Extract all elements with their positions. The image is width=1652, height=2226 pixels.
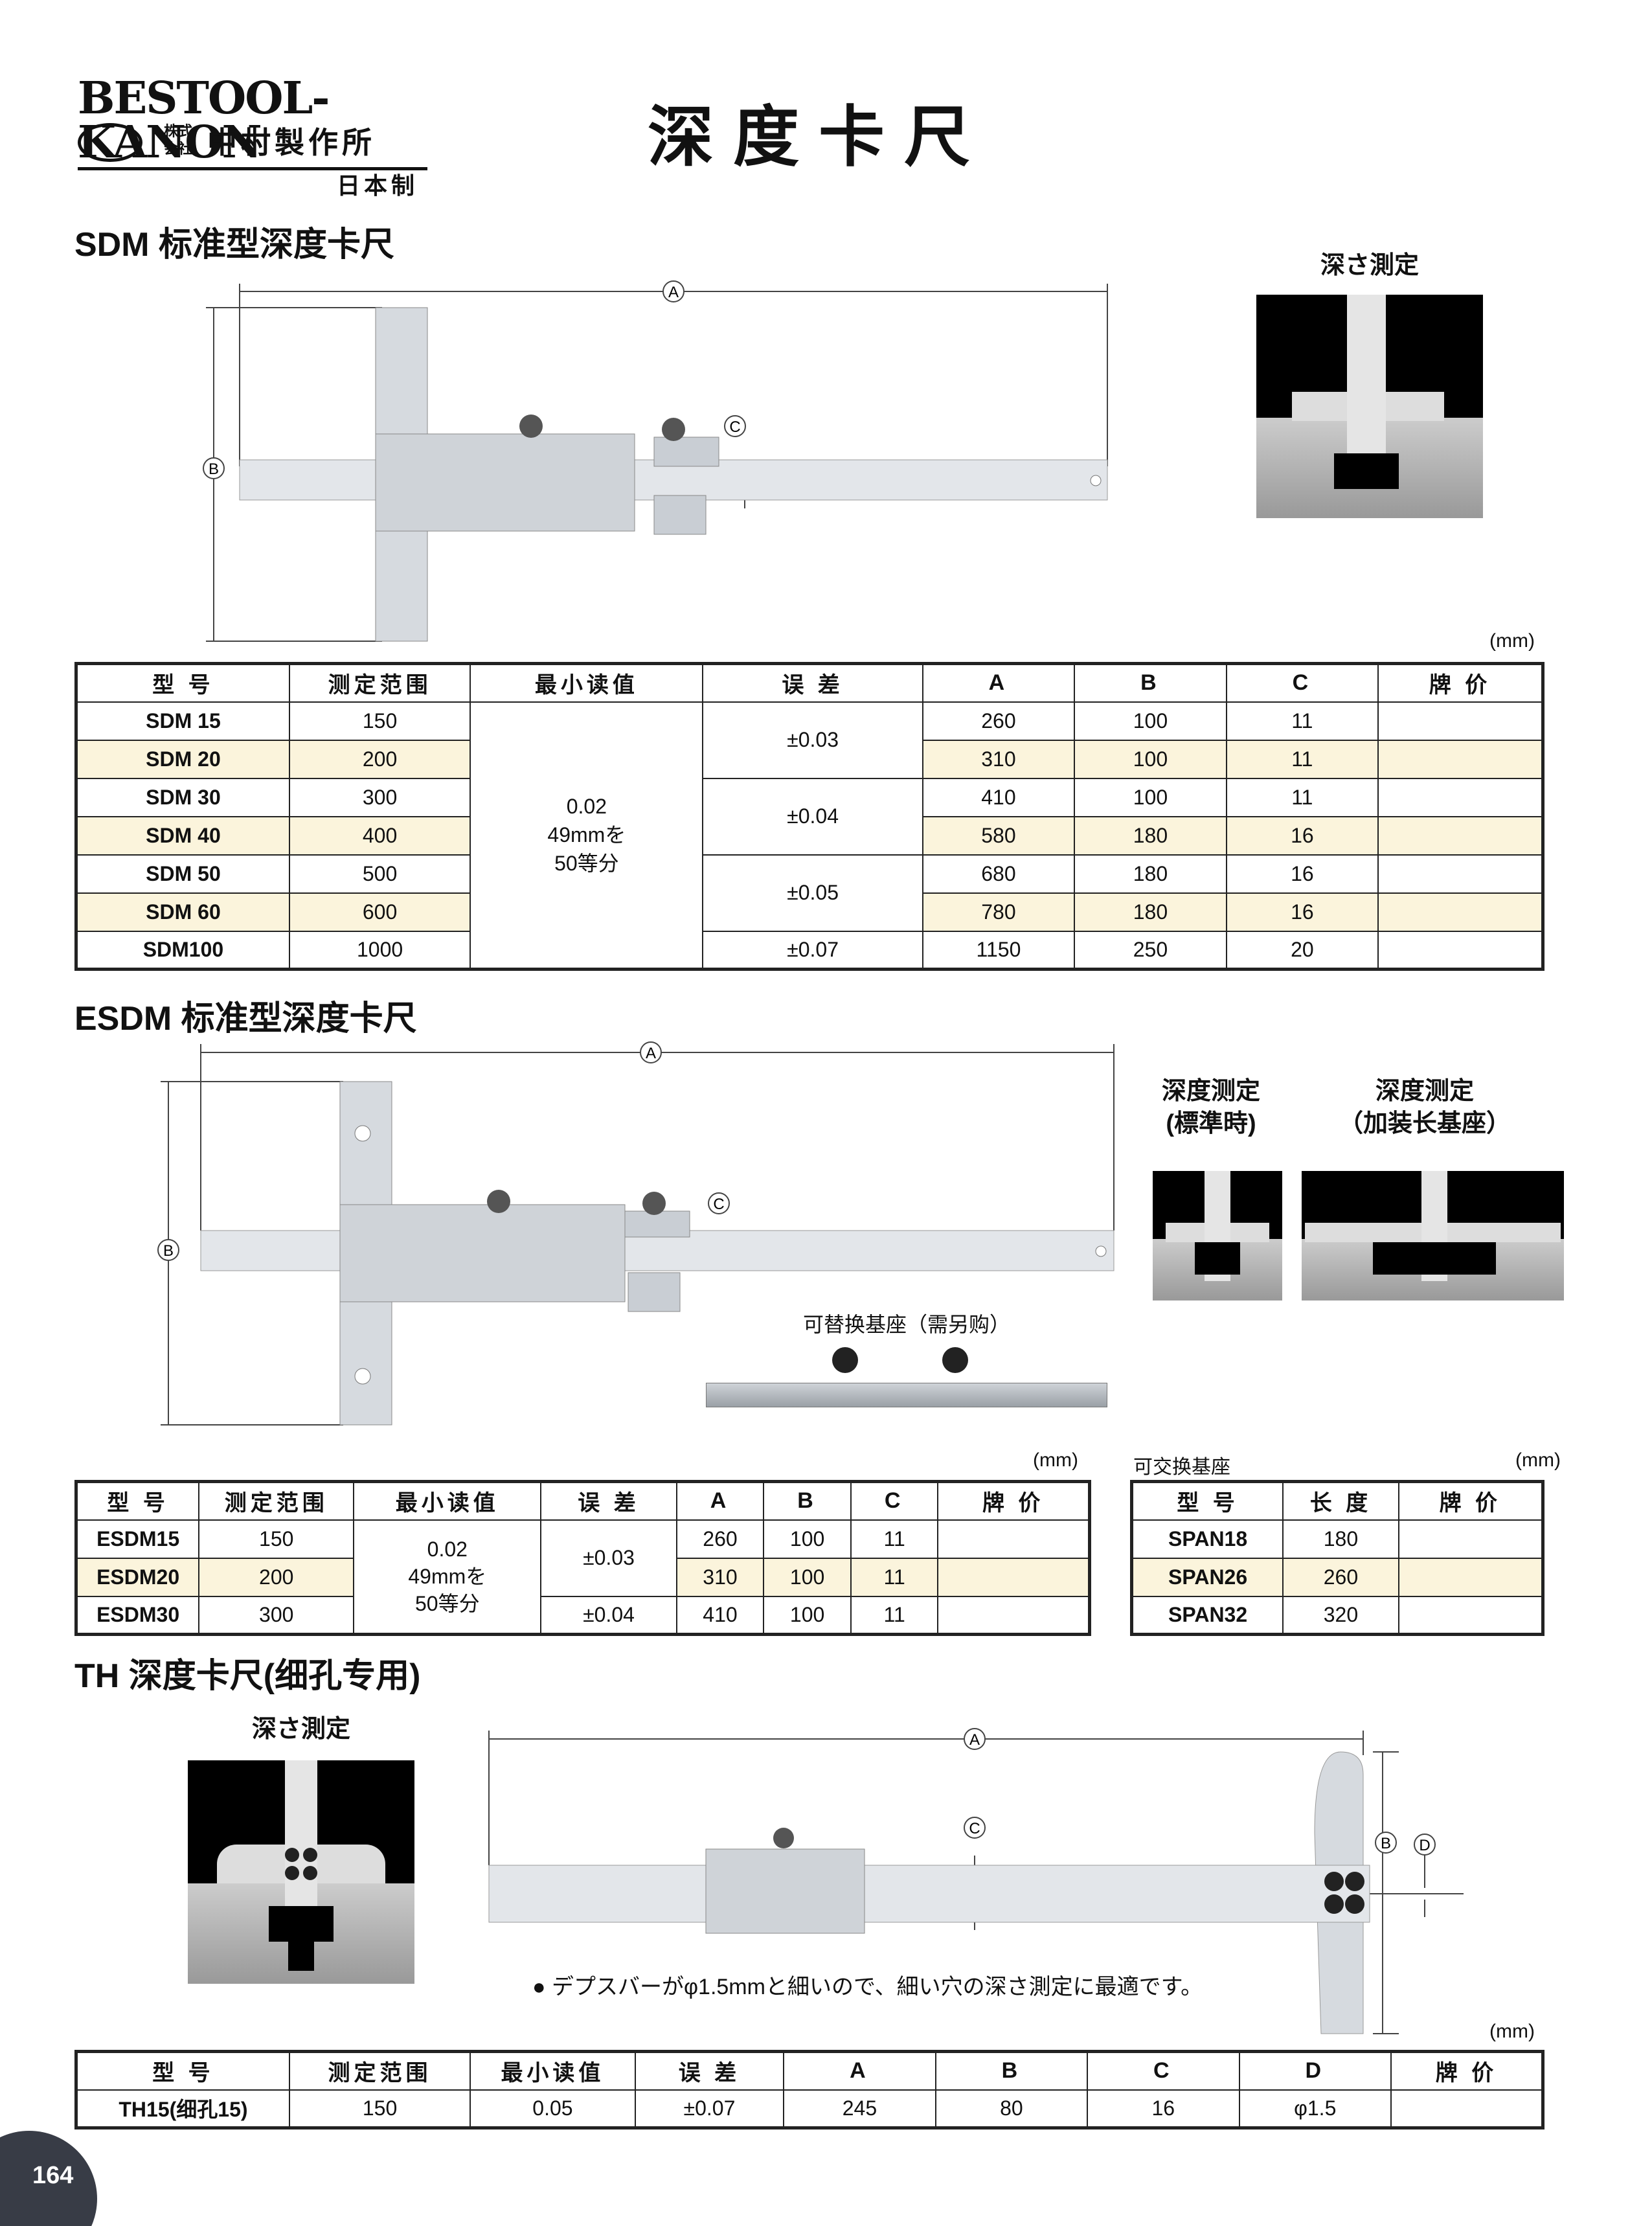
- base-bolt-icon: [832, 1347, 858, 1373]
- esdm-caption-std: 深度测定 (標準時): [1161, 1078, 1260, 1137]
- th-spec-table: 型 号 测定范围 最小读值 误 差 A B C D 牌 价 TH15(细孔15)…: [74, 2050, 1545, 2129]
- col-price: 牌 价: [1377, 663, 1544, 703]
- dim-a-label: A: [646, 1045, 656, 1062]
- made-in-label: 日本制: [337, 172, 419, 199]
- esdm-std-photo: [1153, 1171, 1282, 1300]
- base-bolt-icon: [942, 1347, 968, 1373]
- col-range: 测定范围: [288, 663, 471, 703]
- col-model: 型 号: [75, 663, 290, 703]
- screw-icon: [269, 1845, 334, 1883]
- table-header-row: 型 号 测定范围 最小读值 误 差 A B C 牌 价: [75, 1481, 1091, 1521]
- replaceable-base-bar: [706, 1383, 1107, 1407]
- dim-a-label: A: [969, 1731, 980, 1749]
- dim-c-label: C: [969, 1820, 980, 1837]
- base-caption: 可替换基座（需另购）: [803, 1313, 1011, 1336]
- col-a: A: [922, 663, 1076, 703]
- table-header-row: 型 号 测定范围 最小读值 误 差 A B C 牌 价: [75, 663, 1544, 703]
- dim-b-label: B: [163, 1242, 174, 1260]
- esdm-section-title: ESDM 标准型深度卡尺: [74, 1000, 417, 1038]
- col-error: 误 差: [702, 663, 923, 703]
- span-unit: (mm): [1515, 1449, 1561, 1471]
- sdm-unit: (mm): [1489, 630, 1535, 652]
- table-row: TH15(细孔15) 150 0.05 ±0.07 245 80 16 φ1.5: [75, 2089, 1544, 2129]
- page-number: 164: [32, 2162, 74, 2189]
- th-unit: (mm): [1489, 2021, 1535, 2042]
- esdm-unit: (mm): [1033, 1449, 1078, 1471]
- th-depth-photo: [188, 1760, 414, 1984]
- kanon-emblem-icon: [78, 123, 142, 162]
- maker-name: 中村製作所: [207, 125, 376, 160]
- sdm-photo-caption: 深さ測定: [1320, 252, 1419, 279]
- th-photo-caption: 深さ測定: [251, 1716, 350, 1743]
- col-b: B: [1074, 663, 1227, 703]
- sdm-depth-photo: [1256, 295, 1483, 518]
- corp-mark: 株式 会社: [163, 124, 192, 157]
- esdm-caliper-drawing: A B C: [157, 1041, 1115, 1425]
- esdm-long-photo: [1302, 1171, 1564, 1300]
- dim-b-label: B: [209, 460, 219, 478]
- page-number-badge: 164: [0, 2131, 97, 2226]
- col-c: C: [1225, 663, 1379, 703]
- min-reading-cell: 0.02 49mmを 50等分: [470, 701, 704, 970]
- dim-c-label: C: [729, 418, 740, 436]
- brand-logo: BESTOOL-KANON: [78, 76, 427, 170]
- maker-logo: 株式 会社 中村製作所: [78, 123, 427, 162]
- table-header-row: 型 号 测定范围 最小读值 误 差 A B C D 牌 价: [75, 2050, 1544, 2091]
- sdm-caliper-drawing: A B C: [203, 280, 1108, 642]
- sdm-section-title: SDM 标准型深度卡尺: [74, 226, 395, 264]
- dim-a-label: A: [668, 284, 679, 301]
- th-section-title: TH 深度卡尺(细孔专用): [74, 1657, 421, 1695]
- col-min-reading: 最小读值: [470, 663, 704, 703]
- dim-c-label: C: [713, 1196, 724, 1213]
- page-title: 深度卡尺: [648, 98, 990, 176]
- th-caliper-drawing: A B C D: [488, 1728, 1464, 2034]
- th-feature-note: ● デプスバーがφ1.5mmと細いので、細い穴の深さ測定に最適です。: [532, 1975, 1203, 1999]
- span-title: 可交换基座: [1133, 1457, 1230, 1478]
- esdm-caption-long: 深度测定 （加装长基座）: [1338, 1078, 1511, 1137]
- table-header-row: 型 号 长 度 牌 价: [1131, 1481, 1544, 1521]
- dim-b-label: B: [1381, 1835, 1391, 1852]
- min-reading-cell: 0.02 49mmを 50等分: [353, 1519, 542, 1635]
- dim-d-label: D: [1419, 1837, 1430, 1854]
